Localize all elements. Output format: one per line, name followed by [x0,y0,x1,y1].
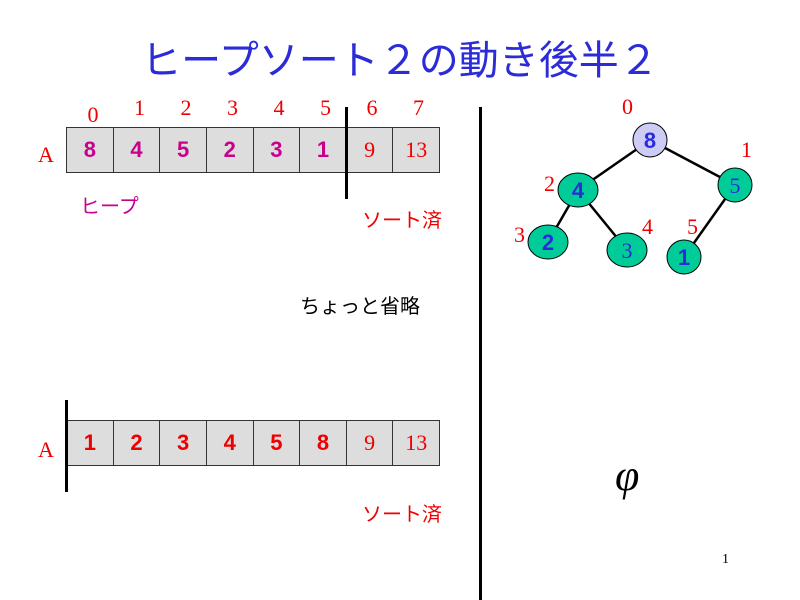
array-cell: 1 [66,420,114,466]
array-cell: 3 [252,127,301,173]
tree-node [666,239,702,275]
page-number: 1 [722,552,729,567]
tree-node-index: 4 [642,214,653,239]
tree-node-value: 5 [730,173,741,198]
tree-node-index: 3 [514,222,525,247]
index-label: 5 [320,95,331,120]
tree-node-value: 3 [622,238,633,263]
array-cell: 4 [205,420,254,466]
index-label: 6 [366,95,378,120]
sorted-label: ソート済 [362,208,442,232]
empty-set-symbol: φ [615,451,640,500]
sorted-boundary-2 [65,400,68,492]
array-cell: 13 [392,420,440,466]
sorted-label-2: ソート済 [362,502,442,526]
heap-label: ヒープ [80,194,139,218]
tree-node-index: 1 [741,137,752,162]
tree-node-value: 1 [678,245,690,270]
tree-node-value: 4 [572,178,585,203]
array-cell: 5 [252,420,301,466]
tree-node-index: 2 [544,171,555,196]
tree-node [557,172,599,208]
array-cell: 8 [299,420,347,466]
array-cell: 3 [159,420,207,466]
tree-node [632,122,668,158]
index-label: 2 [180,95,192,120]
array-label-2: A [38,437,54,462]
tree-node-index: 0 [622,94,633,119]
index-label: 4 [273,95,285,120]
array-cell: 13 [392,127,440,173]
omitted-note: ちょっと省略 [300,294,420,318]
sorted-boundary [345,107,348,199]
index-label: 3 [227,95,238,120]
index-label: 7 [413,95,424,120]
array-cell: 8 [66,127,114,173]
tree-node-index: 5 [687,214,698,239]
tree-node [717,167,753,203]
divider [479,107,482,600]
slide-title: ヒープソート２の動き後半２ [141,38,659,84]
tree-node-value: 8 [644,128,656,153]
tree-node-value: 2 [542,230,554,255]
tree-node [527,224,569,260]
array-label: A [38,142,54,167]
index-label: 1 [134,95,145,120]
tree-node [606,232,648,268]
array-cell: 4 [112,127,161,173]
index-label: 0 [87,102,99,127]
